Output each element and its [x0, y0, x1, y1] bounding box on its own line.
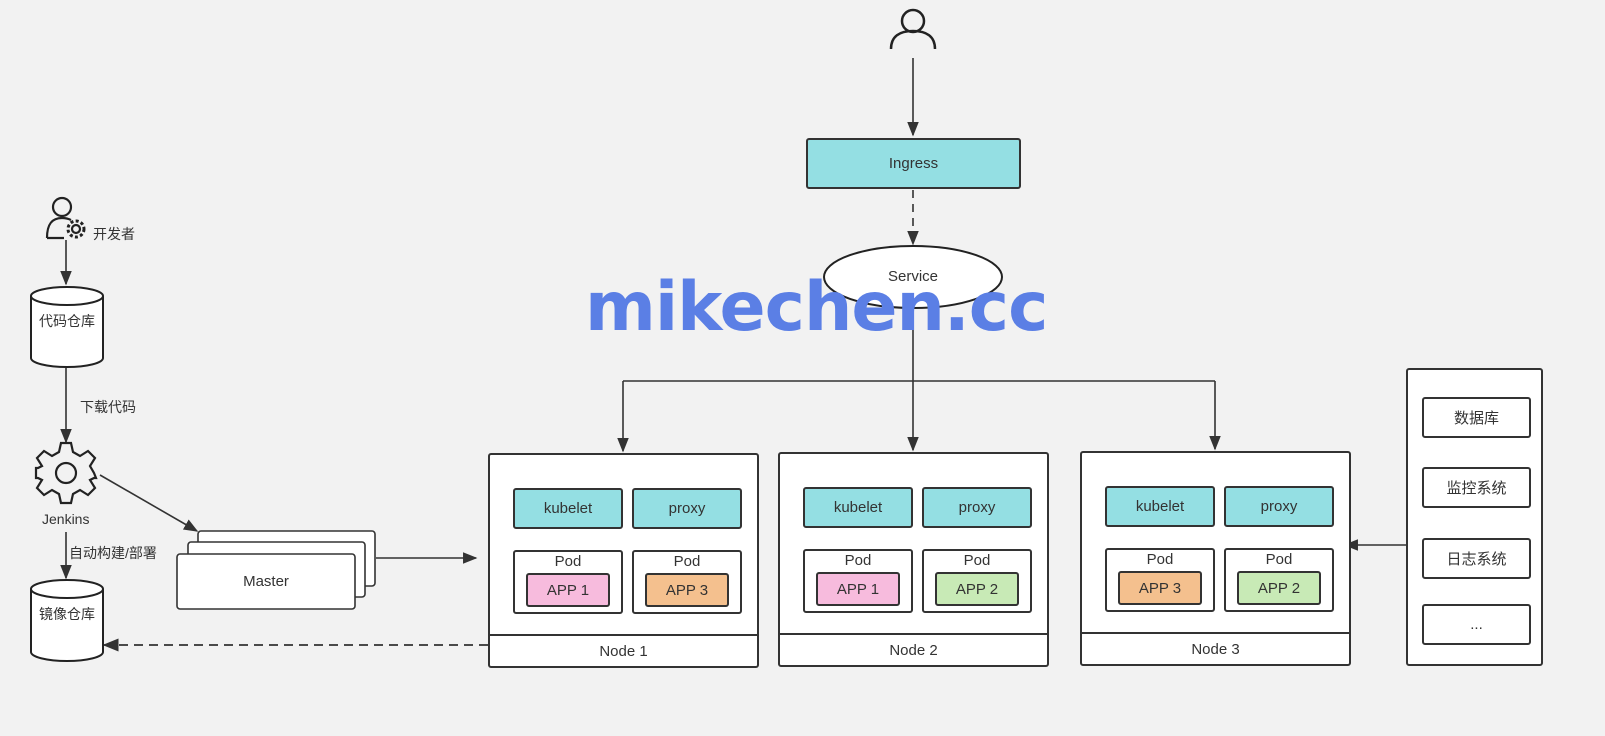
- watermark-text: mikechen.cc: [585, 268, 1048, 347]
- pod[interactable]: Pod APP 2: [922, 549, 1032, 613]
- kubelet-box[interactable]: kubelet: [513, 488, 623, 529]
- pod-title: Pod: [963, 552, 991, 569]
- proxy-label: proxy: [1260, 498, 1298, 515]
- pod[interactable]: Pod APP 3: [1105, 548, 1215, 612]
- app-label: APP 2: [1257, 579, 1301, 597]
- pod-title: Pod: [554, 553, 582, 570]
- app-label: APP 3: [665, 581, 709, 599]
- pod-title: Pod: [844, 552, 872, 569]
- proxy-label: proxy: [958, 499, 996, 516]
- ingress-label: Ingress: [888, 155, 939, 172]
- kubelet-box[interactable]: kubelet: [803, 487, 913, 528]
- service-item-database[interactable]: 数据库: [1422, 397, 1531, 438]
- user-icon: [889, 8, 937, 50]
- kubelet-label: kubelet: [1135, 498, 1185, 515]
- node-2[interactable]: kubelet proxy Pod APP 1 Pod APP 2 Node 2: [778, 452, 1049, 667]
- app-box[interactable]: APP 2: [1237, 571, 1321, 605]
- service-item-label: ...: [1470, 616, 1483, 633]
- jenkins-gear-icon: [34, 441, 98, 505]
- proxy-box[interactable]: proxy: [632, 488, 742, 529]
- app-label: APP 1: [546, 581, 590, 599]
- pod[interactable]: Pod APP 1: [803, 549, 913, 613]
- service-item-more[interactable]: ...: [1422, 604, 1531, 645]
- node-label: Node 2: [780, 633, 1047, 665]
- pod[interactable]: Pod APP 3: [632, 550, 742, 614]
- master-label: Master: [243, 573, 289, 590]
- service-ellipse: [823, 245, 1003, 309]
- service-label: Service: [887, 268, 939, 285]
- image-repo-cylinder: [30, 579, 104, 662]
- proxy-box[interactable]: proxy: [1224, 486, 1334, 527]
- pod-title: Pod: [1146, 551, 1174, 568]
- arrow-jenkins-master: [99, 474, 199, 532]
- kubelet-label: kubelet: [543, 500, 593, 517]
- auto-build-label: 自动构建/部署: [69, 545, 157, 561]
- service-item-logging[interactable]: 日志系统: [1422, 538, 1531, 579]
- app-label: APP 3: [1138, 579, 1182, 597]
- services-panel[interactable]: 数据库 监控系统 日志系统 ...: [1406, 368, 1543, 666]
- kubelet-label: kubelet: [833, 499, 883, 516]
- service-item-label: 监控系统: [1446, 480, 1507, 497]
- service-item-label: 数据库: [1453, 410, 1499, 427]
- app-box[interactable]: APP 1: [526, 573, 610, 607]
- master-stack-front: [176, 553, 356, 610]
- proxy-box[interactable]: proxy: [922, 487, 1032, 528]
- download-code-label: 下载代码: [80, 399, 136, 415]
- developer-label: 开发者: [93, 226, 135, 242]
- service-item-label: 日志系统: [1446, 551, 1507, 568]
- code-repo-cylinder: [30, 286, 104, 368]
- pod-title: Pod: [1265, 551, 1293, 568]
- jenkins-label: Jenkins: [42, 511, 90, 527]
- app-label: APP 1: [836, 580, 880, 598]
- pod[interactable]: Pod APP 2: [1224, 548, 1334, 612]
- developer-icon: [45, 196, 86, 240]
- proxy-label: proxy: [668, 500, 706, 517]
- pod-title: Pod: [673, 553, 701, 570]
- node-3[interactable]: kubelet proxy Pod APP 3 Pod APP 2 Node 3: [1080, 451, 1351, 666]
- app-box[interactable]: APP 1: [816, 572, 900, 606]
- node-1[interactable]: kubelet proxy Pod APP 1 Pod APP 3 Node 1: [488, 453, 759, 668]
- app-box[interactable]: APP 3: [645, 573, 729, 607]
- kubelet-box[interactable]: kubelet: [1105, 486, 1215, 527]
- app-box[interactable]: APP 2: [935, 572, 1019, 606]
- app-label: APP 2: [955, 580, 999, 598]
- app-box[interactable]: APP 3: [1118, 571, 1202, 605]
- ingress-box[interactable]: Ingress: [806, 138, 1021, 189]
- node-label: Node 3: [1082, 632, 1349, 664]
- service-item-monitoring[interactable]: 监控系统: [1422, 467, 1531, 508]
- image-repo-label: 镜像仓库: [39, 606, 95, 622]
- node-label: Node 1: [490, 634, 757, 666]
- pod[interactable]: Pod APP 1: [513, 550, 623, 614]
- code-repo-label: 代码仓库: [39, 313, 95, 329]
